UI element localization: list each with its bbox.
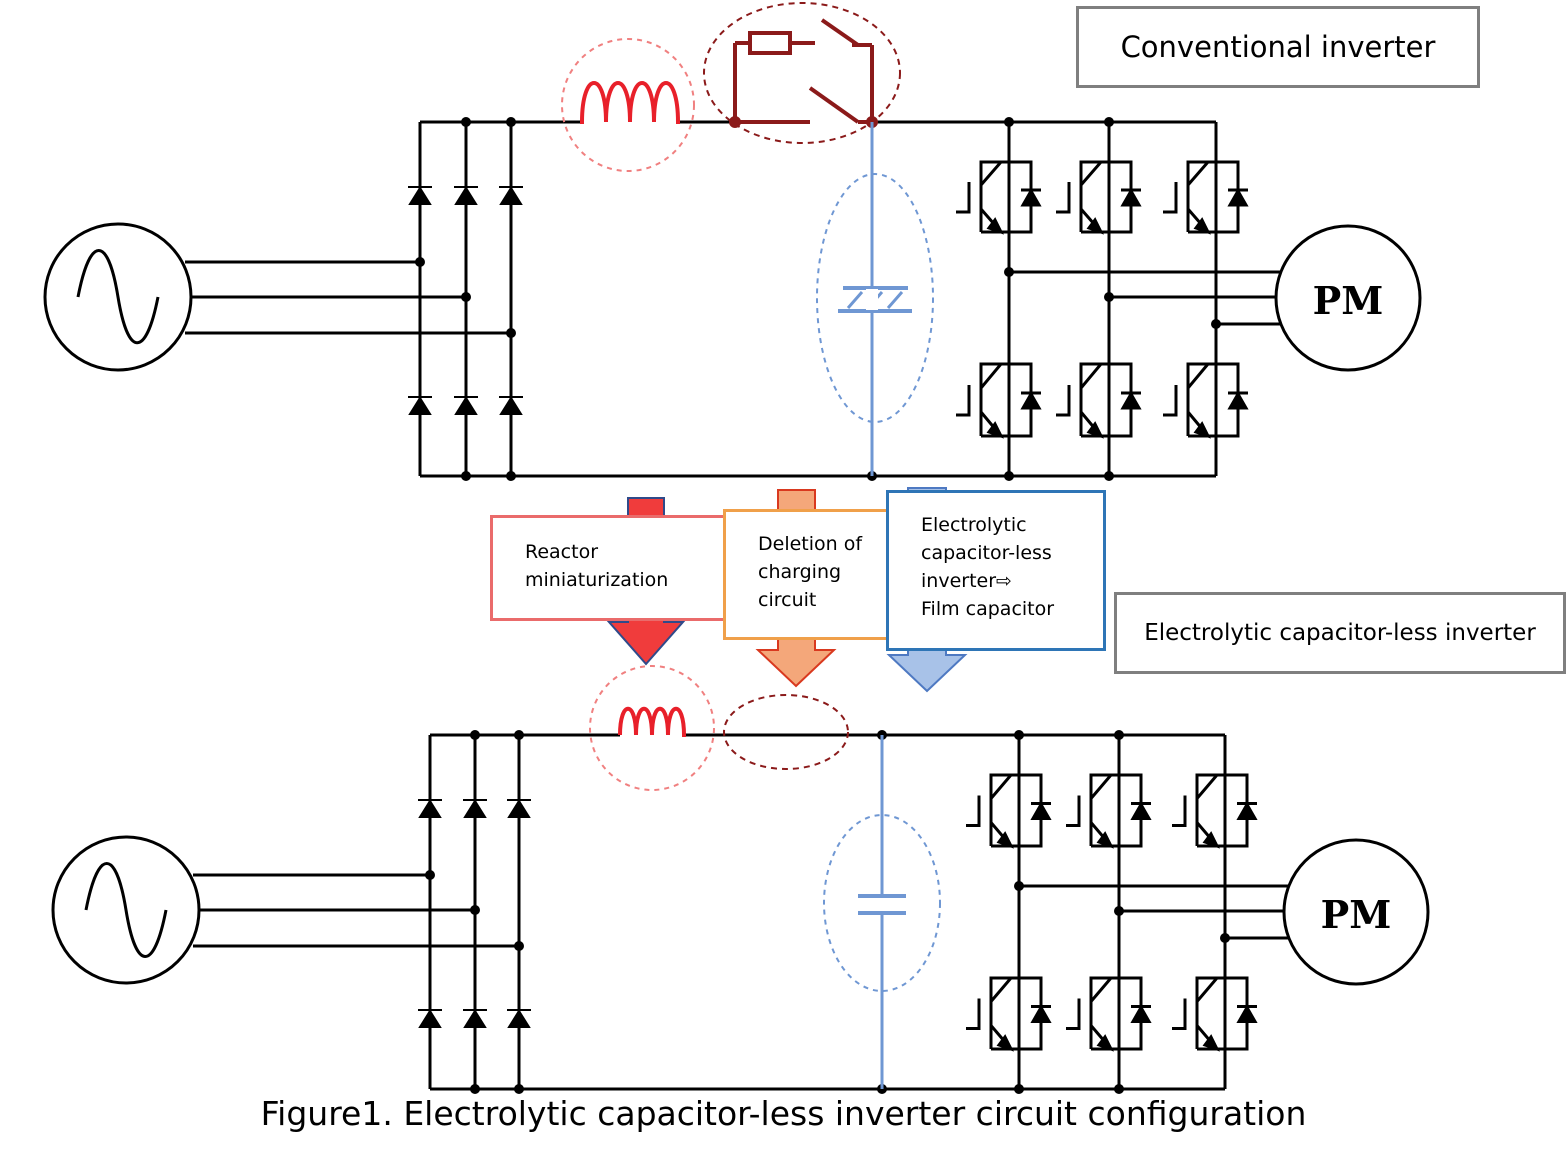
charging-note-line: Deletion of <box>758 533 863 555</box>
film-note-line: capacitor-less <box>921 542 1052 564</box>
junction-dots-bottom <box>425 730 1230 1094</box>
igbt-switch-icon <box>1163 122 1249 272</box>
reactor-bottom <box>589 665 715 791</box>
film-note-line: Electrolytic <box>921 514 1027 536</box>
charging-note-line: charging <box>758 561 842 583</box>
inductor-coil-icon <box>618 706 686 737</box>
igbt-switch-icon <box>956 324 1042 476</box>
inverter-bridge-top <box>1007 122 1300 476</box>
motor-label: PM <box>1313 278 1384 323</box>
igbt-switch-icon <box>966 938 1052 1089</box>
igbt-switch-icon <box>1066 938 1152 1089</box>
film-capacitor-note: Electrolytic capacitor-less inverter⇨ Fi… <box>886 490 1106 651</box>
rectifier-diodes-bottom <box>418 799 531 1028</box>
charging-circuit-top <box>703 2 901 144</box>
motor-icon <box>1274 224 1422 372</box>
igbt-switch-icon <box>1066 735 1152 886</box>
inverter-bridge-bottom <box>1017 735 1300 1089</box>
electrolytic-capacitor-top <box>816 122 934 476</box>
motor-bottom: PM <box>1282 838 1430 986</box>
igbt-switch-icon <box>1172 938 1258 1089</box>
sine-wave-icon <box>76 249 160 345</box>
film-note-line: inverter⇨ <box>921 570 1012 592</box>
conventional-circuit <box>43 120 1216 478</box>
igbt-switches <box>956 122 1258 1089</box>
rectifier-diodes-top <box>408 186 523 415</box>
charging-note: Deletion of charging circuit <box>723 509 889 640</box>
motor-icon <box>1282 838 1430 986</box>
reactor-highlight-circle <box>589 665 715 791</box>
capacitor-less-inverter-label: Electrolytic capacitor-less inverter <box>1114 592 1566 674</box>
igbt-switch-icon <box>1163 324 1249 476</box>
reactor-note-line: miniaturization <box>525 569 669 591</box>
inductor-coil-icon <box>580 81 680 124</box>
igbt-switch-icon <box>966 735 1052 886</box>
igbt-switch-icon <box>1172 735 1258 886</box>
reactor-top <box>561 38 695 172</box>
figure-caption: Figure1. Electrolytic capacitor-less inv… <box>260 1094 1307 1133</box>
motor-top: PM <box>1274 224 1422 372</box>
charging-note-line: circuit <box>758 589 817 611</box>
igbt-switch-icon <box>1056 324 1142 476</box>
sine-wave-icon <box>84 862 168 958</box>
reactor-note-line: Reactor <box>525 541 599 563</box>
film-note-line: Film capacitor <box>921 598 1055 620</box>
igbt-switch-icon <box>956 122 1042 272</box>
charging-highlight-ellipse <box>703 2 901 144</box>
igbt-switch-icon <box>1056 122 1142 272</box>
removed-charging-circuit-ellipse <box>723 694 849 770</box>
film-capacitor-bottom <box>823 735 941 1089</box>
conventional-inverter-label: Conventional inverter <box>1076 6 1480 88</box>
reactor-highlight-circle <box>561 38 695 172</box>
motor-label: PM <box>1321 892 1392 937</box>
reactor-note: Reactor miniaturization <box>490 515 726 621</box>
